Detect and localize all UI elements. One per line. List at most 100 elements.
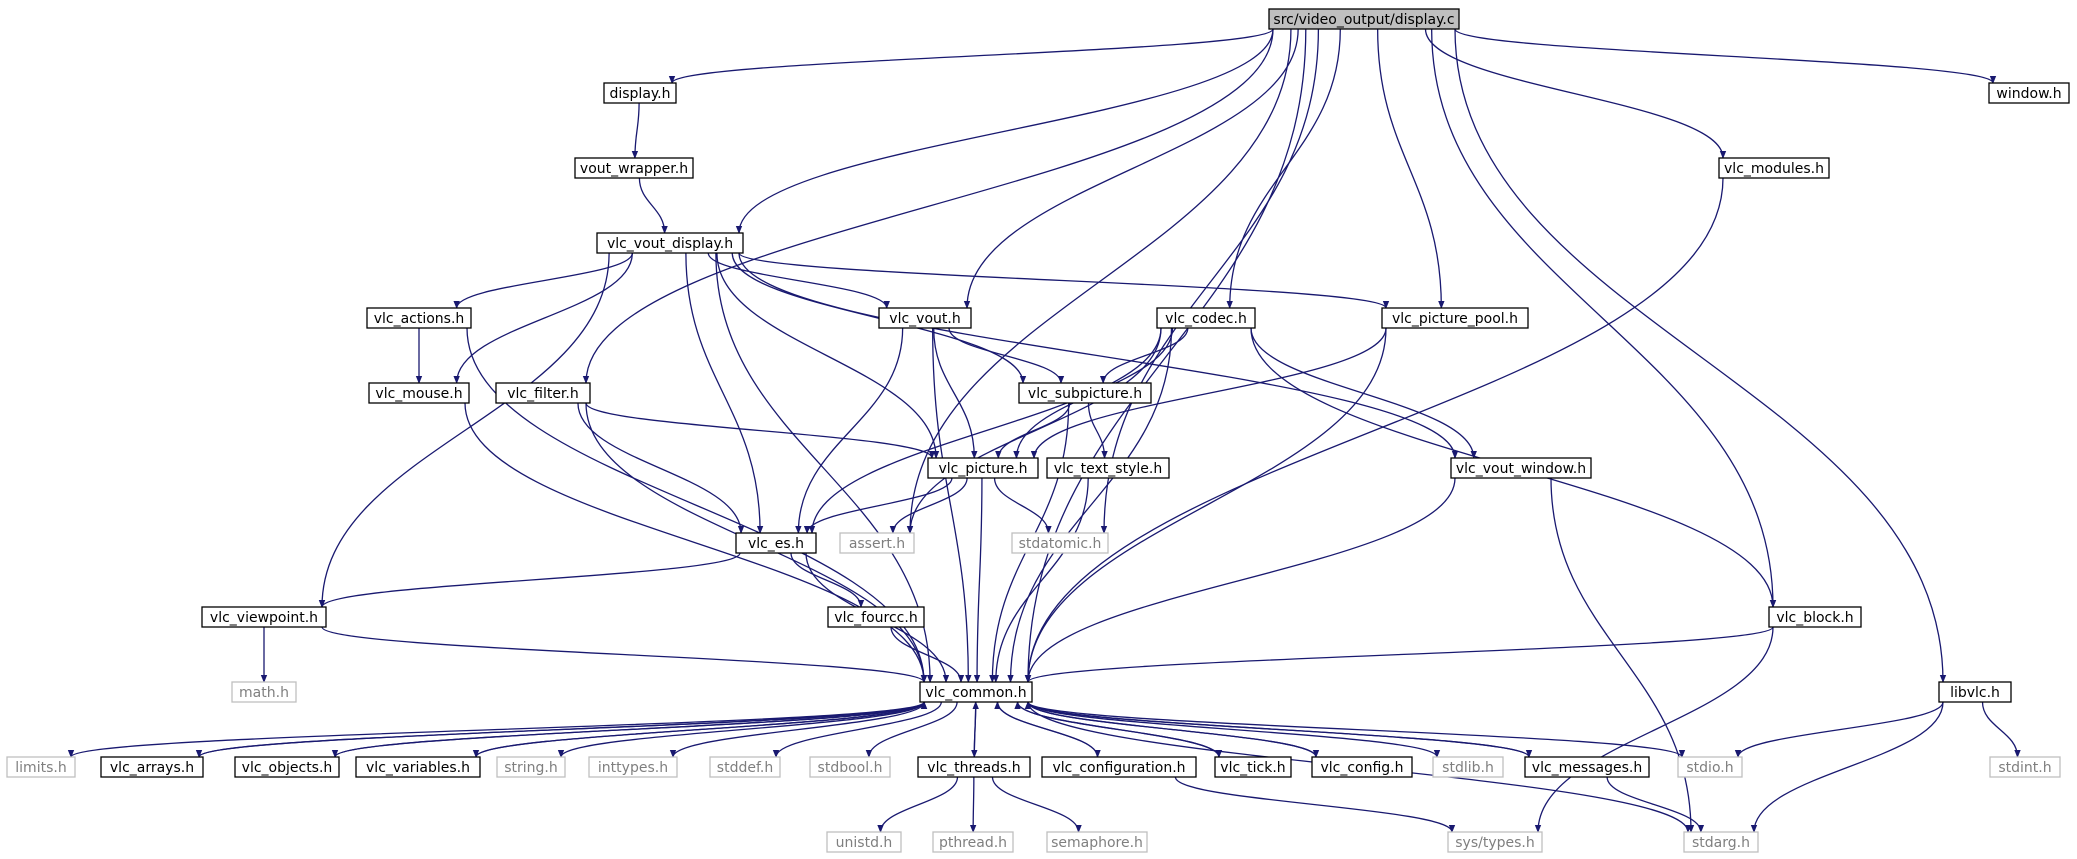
edge-vlc_messages_h-to-vlc_common_h [1028,701,1530,758]
node-vlc-actions-h[interactable]: vlc_actions.h [366,307,472,329]
node-vlc-text-style-h[interactable]: vlc_text_style.h [1046,457,1170,479]
node-vlc-threads-h[interactable]: vlc_threads.h [917,756,1031,778]
edge-vlc_vout_display_h-to-vlc_viewpoint_h [322,252,610,607]
edge-vlc_common_h-to-stdio_h [1027,701,1682,758]
node-label: string.h [504,760,558,776]
node-label: assert.h [849,536,905,552]
node-label: vlc_vout.h [889,311,960,327]
edge-vlc_viewpoint_h-to-vlc_common_h [321,626,924,683]
node-box [1046,457,1170,479]
node-box [366,307,472,329]
node-vlc-subpicture-h[interactable]: vlc_subpicture.h [1018,382,1152,404]
node-label: vlc_text_style.h [1054,461,1162,477]
edge-vlc_es_h-to-vlc_fourcc_h [790,552,861,608]
node-vlc-fourcc-h[interactable]: vlc_fourcc.h [827,606,925,628]
node-vlc-filter-h[interactable]: vlc_filter.h [495,382,591,404]
node-label: limits.h [15,760,66,776]
edge-display_c-to-vlc_modules_h [1424,28,1724,158]
node-box [919,681,1033,703]
node-label: stdlib.h [1442,760,1494,776]
node-math-h: math.h [231,681,297,703]
node-vlc-config-h[interactable]: vlc_config.h [1311,756,1413,778]
edge-vlc_vout_display_h-to-vlc_picture_h [716,252,936,458]
node-box [1011,532,1109,554]
node-vlc-codec-h[interactable]: vlc_codec.h [1156,307,1256,329]
edge-display_c-to-assert_h [910,28,1292,533]
edge-vlc_tick_h-to-vlc_common_h [1018,701,1220,758]
node-window-h[interactable]: window.h [1988,82,2070,104]
node-box [735,532,817,554]
node-inttypes-h: inttypes.h [588,756,678,778]
node-label: libvlc.h [1950,685,2000,701]
edge-vlc_common_h-to-stddef_h [776,701,942,758]
node-vlc-configuration-h[interactable]: vlc_configuration.h [1041,756,1197,778]
edge-display_c-to-vlc_picture_pool_h [1377,28,1442,308]
edge-vlc_vout_display_h-to-vlc_mouse_h [457,252,633,383]
node-box [1524,756,1650,778]
node-vlc-picture-pool-h[interactable]: vlc_picture_pool.h [1381,307,1529,329]
node-vlc-viewpoint-h[interactable]: vlc_viewpoint.h [201,606,327,628]
node-box [809,756,891,778]
node-assert-h: assert.h [839,532,915,554]
edge-vlc_block_h-to-vlc_common_h [1028,626,1774,683]
edge-vlc_vout_h-to-vlc_picture_h [933,327,975,458]
node-box [495,382,591,404]
node-box [1311,756,1413,778]
node-vlc-common-h[interactable]: vlc_common.h [919,681,1033,703]
node-label: vlc_picture.h [938,461,1027,477]
node-vlc-block-h[interactable]: vlc_block.h [1768,606,1862,628]
node-stdio-h: stdio.h [1677,756,1743,778]
edge-vlc_config_h-to-vlc_common_h [1028,701,1317,758]
node-vlc-vout-window-h[interactable]: vlc_vout_window.h [1450,457,1592,479]
node-libvlc-h[interactable]: libvlc.h [1938,681,2012,703]
node-label: stdint.h [1998,760,2051,776]
node-vlc-picture-h[interactable]: vlc_picture.h [927,457,1039,479]
node-box [1447,831,1543,853]
node-vlc-messages-h[interactable]: vlc_messages.h [1524,756,1650,778]
node-box [1214,756,1292,778]
node-box [1768,606,1862,628]
node-box [231,681,297,703]
edge-vlc_picture_h-to-vlc_common_h [977,477,983,682]
node-box [1988,82,2070,104]
node-label: vlc_config.h [1320,760,1403,776]
node-vlc-tick-h[interactable]: vlc_tick.h [1214,756,1292,778]
node-display-h[interactable]: display.h [603,82,677,104]
node-box [1938,681,2012,703]
edge-vlc_common_h-to-stdbool_h [869,701,958,758]
node-vlc-modules-h[interactable]: vlc_modules.h [1718,157,1830,179]
edge-vlc_picture_pool_h-to-vlc_common_h [1028,327,1387,682]
edge-vlc_vout_display_h-to-vlc_actions_h [457,252,633,309]
node-limits-h: limits.h [6,756,76,778]
edge-libvlc_h-to-stdarg_h [1754,701,1944,832]
node-vlc-objects-h[interactable]: vlc_objects.h [234,756,340,778]
node-display-c[interactable]: src/video_output/display.c [1268,8,1460,30]
node-box [932,831,1014,853]
node-vlc-vout-h[interactable]: vlc_vout.h [878,307,972,329]
node-vlc-arrays-h[interactable]: vlc_arrays.h [100,756,204,778]
node-vlc-variables-h[interactable]: vlc_variables.h [355,756,481,778]
edge-vlc_codec_h-to-vlc_subpicture_h [1103,327,1189,384]
node-box [1381,307,1529,329]
node-box [1450,457,1592,479]
edge-vlc_es_h-to-vlc_viewpoint_h [322,552,741,608]
node-vout-wrapper-h[interactable]: vout_wrapper.h [574,157,694,179]
node-label: vlc_messages.h [1532,760,1642,776]
edge-display_c-to-stdatomic_h [1104,28,1320,533]
node-semaphore-h: semaphore.h [1046,831,1148,853]
node-label: vlc_subpicture.h [1028,386,1142,402]
node-stdbool-h: stdbool.h [809,756,891,778]
edge-display_c-to-window_h [1454,28,1993,84]
node-vlc-vout-display-h[interactable]: vlc_vout_display.h [596,232,744,254]
node-vlc-es-h[interactable]: vlc_es.h [735,532,817,554]
node-label: vlc_common.h [925,685,1026,701]
node-label: inttypes.h [598,760,668,776]
edge-display_c-to-vlc_vout_display_h [739,28,1274,233]
node-vlc-mouse-h[interactable]: vlc_mouse.h [368,382,470,404]
node-label: vlc_filter.h [507,386,578,402]
edge-vlc_block_h-to-sys_types_h [1538,626,1774,832]
node-label: math.h [239,685,289,701]
node-label: display.h [609,86,670,102]
node-box [355,756,481,778]
edge-vlc_vout_display_h-to-vlc_picture_pool_h [738,252,1386,309]
